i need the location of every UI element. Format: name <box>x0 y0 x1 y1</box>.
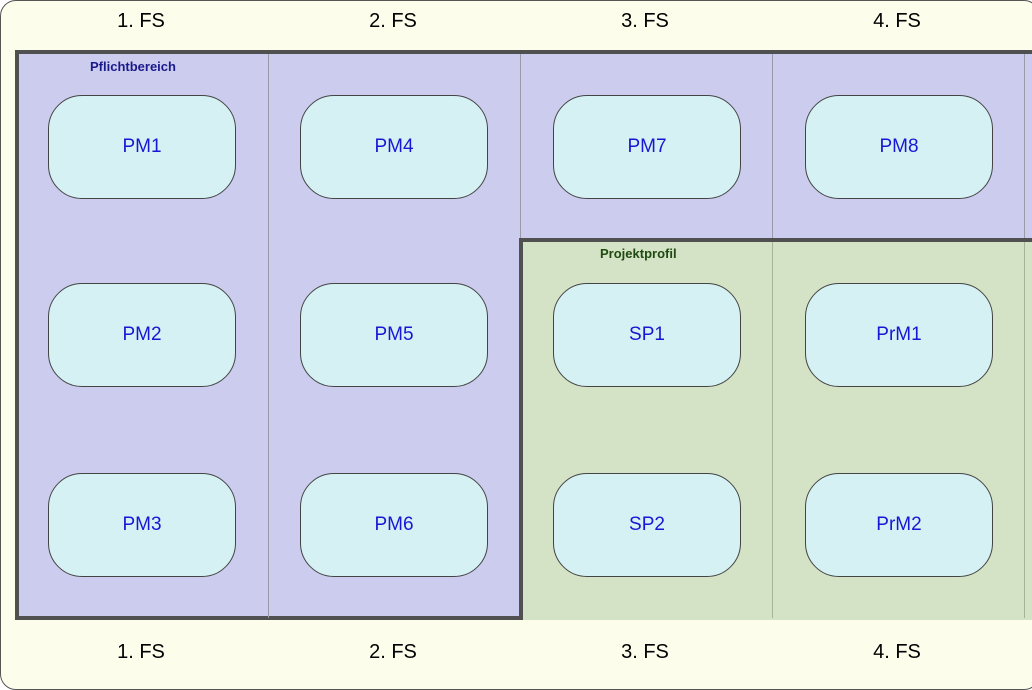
column-divider <box>268 54 269 618</box>
header-semester-1: 1. FS <box>117 10 165 32</box>
module-box: PM1 <box>48 95 236 199</box>
header-semester-3: 3. FS <box>621 10 669 32</box>
footer-semester-3: 3. FS <box>621 641 669 663</box>
footer-semester-4: 4. FS <box>873 641 921 663</box>
module-box: PM7 <box>553 95 741 199</box>
column-divider <box>1024 242 1025 618</box>
module-box: PM3 <box>48 473 236 577</box>
header-semester-2: 2. FS <box>369 10 417 32</box>
module-box: PM6 <box>300 473 488 577</box>
footer-semester-1: 1. FS <box>117 641 165 663</box>
module-box: SP1 <box>553 283 741 387</box>
column-divider <box>772 242 773 618</box>
column-divider <box>1024 54 1025 238</box>
module-box: PM5 <box>300 283 488 387</box>
module-box: PM4 <box>300 95 488 199</box>
column-divider <box>520 54 521 238</box>
footer-semester-2: 2. FS <box>369 641 417 663</box>
module-box: SP2 <box>553 473 741 577</box>
module-box: PM2 <box>48 283 236 387</box>
column-divider <box>772 54 773 238</box>
header-semester-4: 4. FS <box>873 10 921 32</box>
pflichtbereich-title: Pflichtbereich <box>90 59 176 74</box>
module-box: PrM2 <box>805 473 993 577</box>
module-box: PrM1 <box>805 283 993 387</box>
projektprofil-title: Projektprofil <box>600 246 677 261</box>
module-box: PM8 <box>805 95 993 199</box>
